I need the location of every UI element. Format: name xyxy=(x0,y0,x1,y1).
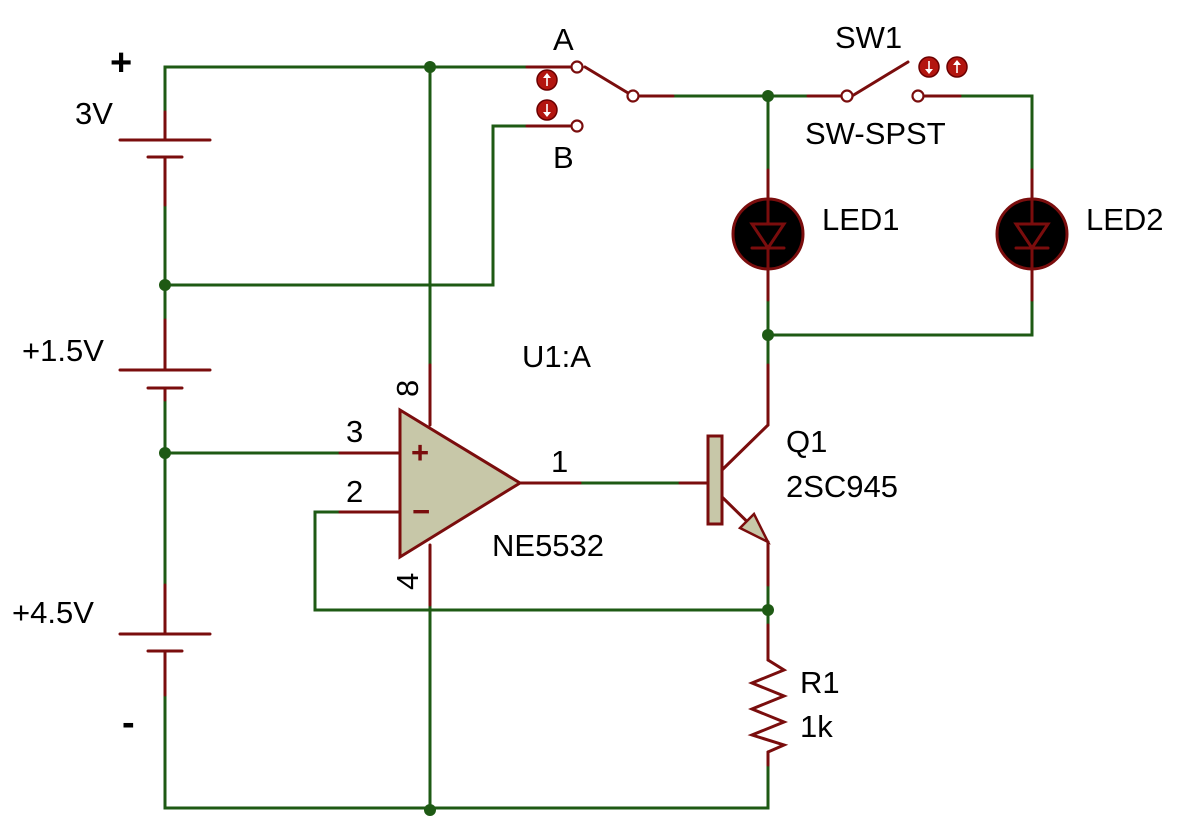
wire-sw1-to-led2 xyxy=(958,94,1034,172)
switch-label-b: B xyxy=(553,140,574,175)
junction-dot xyxy=(424,804,436,816)
junction-dot xyxy=(762,604,774,616)
opamp[interactable]: + − U1:A NE5532 8 4 3 2 1 xyxy=(338,339,604,607)
selector-switch-down-button[interactable] xyxy=(536,99,558,121)
spst-switch[interactable]: SW1 SW-SPST xyxy=(805,20,962,151)
spst-contact-right xyxy=(911,89,925,103)
battery-bottom-voltage: +4.5V xyxy=(12,595,94,630)
spst-switch-up-button[interactable] xyxy=(946,56,968,78)
battery-bottom: +4.5V - xyxy=(12,583,212,744)
switch-common xyxy=(626,89,640,103)
switch-contact-a xyxy=(570,60,584,74)
opamp-part: NE5532 xyxy=(492,528,604,563)
opamp-pin-8: 8 xyxy=(390,380,425,397)
opamp-pin-1: 1 xyxy=(551,444,568,479)
battery-mid-voltage: +1.5V xyxy=(22,333,104,368)
junction-dot xyxy=(159,447,171,459)
resistor-zigzag xyxy=(747,658,789,754)
opamp-pin-3: 3 xyxy=(346,414,363,449)
selector-switch-up-button[interactable] xyxy=(536,69,558,91)
spst-switch-down-button[interactable] xyxy=(918,56,940,78)
resistor-r1[interactable]: R1 1k xyxy=(747,623,840,767)
junction-dot xyxy=(159,279,171,291)
spst-switch-name: SW1 xyxy=(835,20,902,55)
wire-led-join xyxy=(766,298,1034,337)
opamp-pin-4: 4 xyxy=(390,573,425,590)
led2[interactable]: LED2 xyxy=(995,168,1164,302)
opamp-pin-2: 2 xyxy=(346,474,363,509)
transistor-part: 2SC945 xyxy=(786,469,898,504)
switch-contact-b xyxy=(570,119,584,133)
transistor-q1[interactable]: Q1 2SC945 xyxy=(678,363,898,587)
led1[interactable]: LED1 xyxy=(731,168,900,302)
transistor-name: Q1 xyxy=(786,424,827,459)
junction-dot xyxy=(762,90,774,102)
wire-tap-to-switch-b xyxy=(163,124,529,287)
selector-switch[interactable]: A B xyxy=(525,22,675,175)
spst-contact-left xyxy=(840,89,854,103)
battery-top: + 3V xyxy=(75,42,212,207)
wire-feedback xyxy=(313,510,770,612)
wires xyxy=(163,65,1034,810)
spst-switch-type: SW-SPST xyxy=(805,116,946,151)
opamp-body xyxy=(398,407,523,560)
led1-label: LED1 xyxy=(822,202,900,237)
transistor-emitter-arrow xyxy=(737,511,771,545)
switch-label-a: A xyxy=(553,22,574,57)
resistor-value: 1k xyxy=(800,709,833,744)
opamp-plus-symbol: + xyxy=(411,435,429,470)
transistor-base-bar xyxy=(706,434,724,526)
opamp-minus-symbol: − xyxy=(412,494,430,529)
junction-dot xyxy=(762,329,774,341)
battery-mid: +1.5V xyxy=(22,318,212,402)
battery-top-polarity: + xyxy=(110,42,132,84)
opamp-ref: U1:A xyxy=(522,339,591,374)
junction-dot xyxy=(424,61,436,73)
led2-label: LED2 xyxy=(1086,202,1164,237)
battery-top-voltage: 3V xyxy=(75,96,113,131)
battery-bottom-polarity: - xyxy=(122,702,135,744)
resistor-name: R1 xyxy=(800,665,840,700)
junctions xyxy=(159,61,774,816)
